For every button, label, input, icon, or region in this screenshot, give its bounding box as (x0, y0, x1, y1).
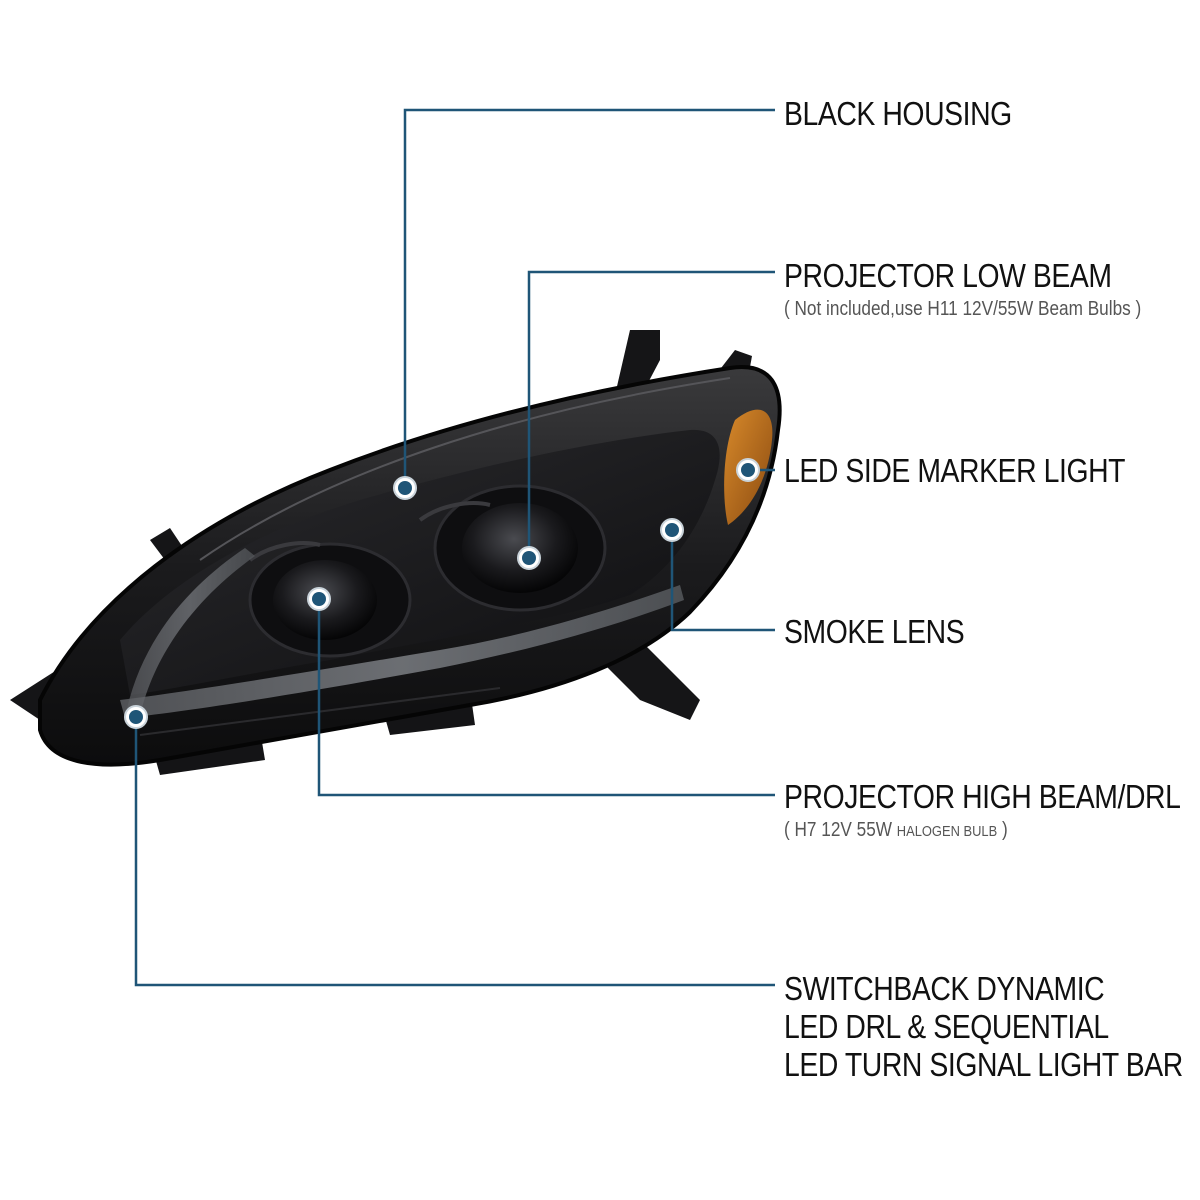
callout-markers (124, 458, 760, 729)
label-switchback-line-3: LED TURN SIGNAL LIGHT BAR (784, 1046, 1183, 1083)
marker-smoke-lens (660, 518, 684, 542)
marker-projector-high-beam (307, 587, 331, 611)
note-high-beam-part-1: ( H7 12V 55W (784, 819, 897, 841)
marker-projector-low-beam (517, 546, 541, 570)
label-black-housing: BLACK HOUSING (784, 95, 1012, 132)
marker-switchback (124, 705, 148, 729)
leader-line-smoke-lens (670, 530, 775, 632)
note-high-beam-part-3: ) (997, 819, 1008, 841)
marker-led-side-marker (736, 458, 760, 482)
leader-line-projector-low-beam (527, 270, 775, 558)
label-led-side-marker: LED SIDE MARKER LIGHT (784, 452, 1126, 489)
projectors (248, 484, 607, 658)
leader-line-switchback (134, 717, 775, 987)
label-switchback-line-2: LED DRL & SEQUENTIAL (784, 1008, 1109, 1045)
note-projector-high-beam: ( H7 12V 55W HALOGEN BULB ) (784, 818, 1008, 844)
leader-line-black-housing (403, 108, 775, 488)
label-smoke-lens: SMOKE LENS (784, 613, 965, 650)
note-high-beam-part-2: HALOGEN BULB (896, 823, 998, 840)
label-projector-low-beam: PROJECTOR LOW BEAM (784, 257, 1112, 294)
drl-light-bar-shape (120, 585, 684, 718)
marker-black-housing (393, 476, 417, 500)
leader-lines (134, 108, 775, 987)
leader-line-projector-high-beam (317, 599, 775, 797)
label-projector-high-beam: PROJECTOR HIGH BEAM/DRL (784, 778, 1181, 815)
label-switchback-line-1: SWITCHBACK DYNAMIC (784, 970, 1105, 1007)
note-projector-low-beam: ( Not included,use H11 12V/55W Beam Bulb… (784, 298, 1142, 320)
